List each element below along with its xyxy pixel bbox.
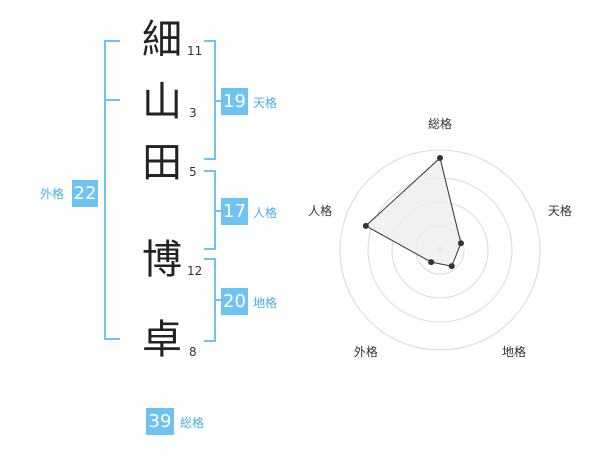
jinkaku-label: 人格 [253, 206, 278, 220]
radar-point [437, 155, 443, 161]
radar-axis-label: 外格 [354, 344, 378, 359]
radar-point [448, 263, 455, 270]
radar-axis-label: 地格 [502, 344, 526, 359]
radar-grid-ring [339, 149, 541, 351]
name-char-1: 細 [142, 17, 182, 63]
name-char-5: 卓 [142, 317, 182, 363]
radar-point [428, 259, 435, 266]
radar-axis-label: 人格 [308, 203, 332, 218]
stroke-count-1: 11 [187, 44, 203, 58]
stroke-count-2: 3 [189, 106, 197, 120]
tenkaku-value-badge: 19 [221, 88, 248, 115]
stroke-count-4: 12 [187, 264, 203, 278]
gaikaku-value-badge: 22 [72, 180, 98, 207]
name-char-3: 田 [142, 140, 182, 186]
radar-value-polygon [364, 157, 462, 267]
tenkaku-label: 天格 [253, 96, 278, 110]
jinkaku-value-badge: 17 [221, 198, 248, 225]
name-char-4: 博 [142, 237, 182, 283]
radar-point [362, 222, 369, 229]
stroke-count-5: 8 [189, 345, 197, 359]
radar-point [457, 240, 464, 247]
radar-axis-label: 総格 [428, 116, 452, 131]
gaikaku-label: 外格 [40, 187, 65, 201]
name-char-2: 山 [142, 79, 182, 125]
chikaku-label: 地格 [253, 296, 278, 310]
soukaku-label: 総格 [180, 416, 205, 430]
radar-axis-label: 天格 [548, 203, 572, 218]
soukaku-value-badge: 39 [146, 408, 174, 435]
stroke-count-3: 5 [189, 165, 197, 179]
chikaku-value-badge: 20 [221, 288, 248, 315]
radar-points [362, 155, 464, 270]
